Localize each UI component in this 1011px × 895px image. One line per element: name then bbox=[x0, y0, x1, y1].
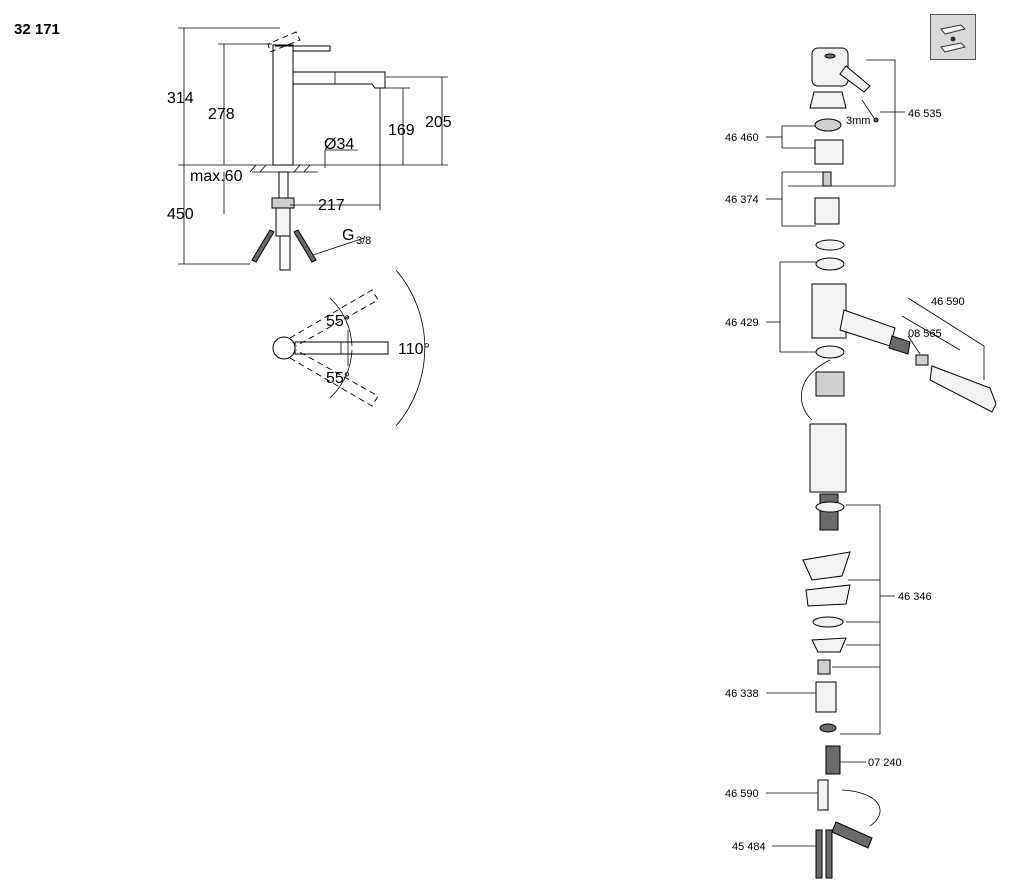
fixing-ring bbox=[811, 637, 847, 653]
model-number: 32 171 bbox=[14, 21, 60, 38]
hose-connector bbox=[275, 207, 291, 237]
hose-weight bbox=[831, 821, 873, 849]
pull-out-spray bbox=[929, 365, 997, 413]
swing-arc-lower bbox=[329, 349, 353, 399]
threaded-connector bbox=[815, 681, 837, 713]
base-sleeve bbox=[809, 423, 847, 493]
cartridge-stem bbox=[822, 171, 832, 187]
dim-connection-thread-fraction: 3/8 bbox=[356, 235, 371, 247]
part-number-45484: 45 484 bbox=[732, 841, 766, 853]
o-ring-upper bbox=[815, 257, 845, 271]
lever-raised-outline bbox=[267, 31, 301, 53]
dim-outlet-clearance: 169 bbox=[388, 122, 415, 139]
swing-arc-total bbox=[395, 269, 426, 427]
counter-hatch bbox=[249, 164, 311, 173]
hose-loop bbox=[841, 789, 881, 827]
spout-swing-lower bbox=[289, 349, 379, 407]
part-number-46374: 46 374 bbox=[725, 194, 759, 206]
top-view-drawing: 55° 55° 110° bbox=[272, 269, 430, 427]
o-ring-lower bbox=[815, 345, 845, 359]
pull-out-hose bbox=[279, 236, 291, 271]
top-view-spout bbox=[294, 341, 389, 355]
mixer-lever-glyph bbox=[940, 24, 966, 53]
hex-key bbox=[861, 99, 875, 119]
mixer-lever-icon bbox=[930, 14, 976, 60]
dim-outlet-height: 205 bbox=[425, 114, 452, 131]
lever-handle bbox=[811, 47, 849, 87]
spout-thread bbox=[888, 335, 911, 355]
retaining-clip bbox=[815, 239, 845, 251]
sleeve bbox=[814, 139, 844, 165]
cap-ring bbox=[809, 91, 847, 109]
exploded-parts-view: 3mm bbox=[725, 47, 997, 879]
counter-top bbox=[252, 164, 318, 173]
part-number-46590-spray: 46 590 bbox=[931, 296, 965, 308]
part-number-46590-weight: 46 590 bbox=[725, 788, 759, 800]
dim-total-height: 314 bbox=[167, 90, 194, 107]
part-number-46429: 46 429 bbox=[725, 317, 759, 329]
dim-max-counter: max.60 bbox=[190, 168, 243, 185]
horseshoe-plate bbox=[802, 551, 851, 581]
mounting-plate bbox=[805, 584, 851, 607]
swing-arc-upper bbox=[329, 297, 353, 347]
supply-hose-left bbox=[251, 229, 275, 263]
spout-adapter bbox=[915, 354, 929, 366]
spout-arm bbox=[839, 309, 896, 347]
angle-lower: 55° bbox=[326, 370, 350, 387]
angle-total: 110° bbox=[398, 341, 430, 358]
part-number-46460: 46 460 bbox=[725, 132, 759, 144]
front-view-drawing: 314 278 205 169 Ø34 max.60 217 450 G 3/8 bbox=[167, 27, 452, 271]
part-number-08565: 08 565 bbox=[908, 328, 942, 340]
part-number-07240: 07 240 bbox=[868, 757, 902, 769]
supply-hose-right bbox=[825, 829, 833, 879]
top-view-body bbox=[272, 336, 296, 360]
part-number-46346: 46 346 bbox=[898, 591, 932, 603]
faucet-spout bbox=[293, 71, 386, 89]
nut bbox=[817, 659, 831, 675]
hex-key-label: 3mm bbox=[846, 115, 870, 127]
dim-connection-thread: G bbox=[342, 227, 354, 244]
dim-line-thread bbox=[312, 237, 365, 256]
faucet-body bbox=[272, 44, 294, 166]
part-number-46338: 46 338 bbox=[725, 688, 759, 700]
cartridge bbox=[814, 197, 840, 225]
dim-spout-top-height: 278 bbox=[208, 106, 235, 123]
spring bbox=[825, 745, 841, 775]
dim-base-diameter: Ø34 bbox=[324, 136, 354, 153]
lever-arm bbox=[839, 65, 871, 93]
dim-hose-length: 450 bbox=[167, 206, 194, 223]
hose-weight-rod bbox=[817, 779, 829, 811]
mixing-insert bbox=[815, 371, 845, 397]
dim-spout-reach: 217 bbox=[318, 197, 345, 214]
washer bbox=[812, 616, 844, 628]
part-number-46535: 46 535 bbox=[908, 108, 942, 120]
hose-routing bbox=[801, 359, 831, 421]
supply-hose-right bbox=[293, 229, 317, 263]
supply-hose-left bbox=[815, 829, 823, 879]
spout-swing-upper bbox=[289, 289, 379, 347]
mounting-nut bbox=[271, 197, 295, 209]
angle-upper: 55° bbox=[326, 313, 350, 330]
faucet-lever bbox=[275, 45, 331, 52]
bonnet-ring bbox=[814, 118, 842, 132]
